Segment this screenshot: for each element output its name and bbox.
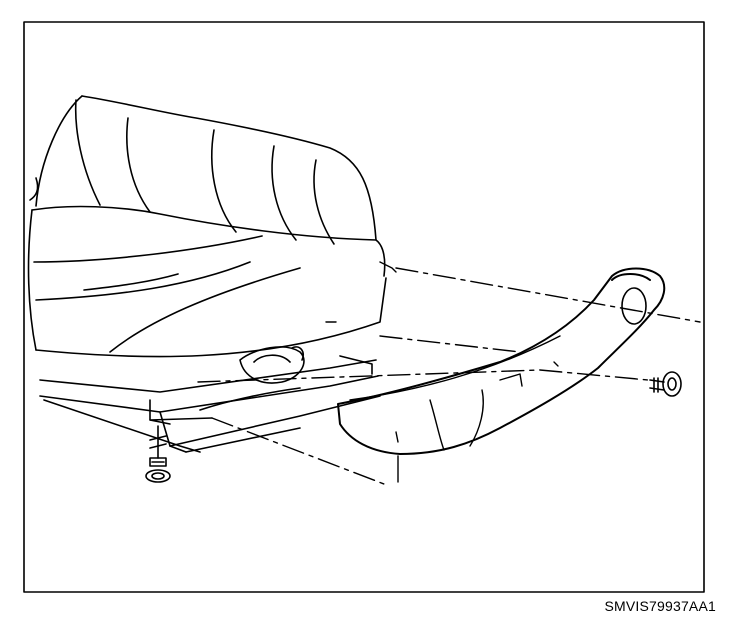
seat-cushion: [27, 205, 397, 358]
figure-caption: SMVIS79937AA1: [604, 598, 716, 614]
seat-back: [29, 95, 377, 245]
figure-frame: [23, 21, 705, 593]
front-bolt: [145, 425, 171, 483]
leader-lines: [149, 267, 701, 485]
side-cover: [337, 267, 666, 483]
seat-rail: [39, 346, 381, 453]
side-screw: [649, 371, 682, 397]
